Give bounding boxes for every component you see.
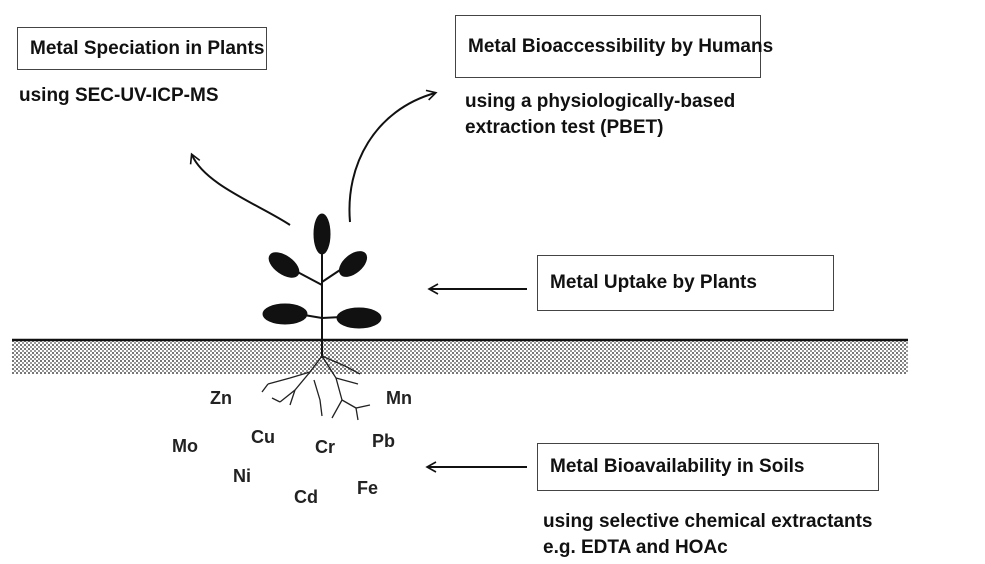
arrow-to-speciation — [189, 152, 291, 226]
metal-ni: Ni — [233, 466, 251, 486]
metal-mo: Mo — [172, 436, 198, 456]
bioavailability-method-line2: e.g. EDTA and HOAc — [543, 537, 728, 558]
bioavailability-box: Metal Bioavailability in Soils — [537, 443, 879, 491]
metal-cu: Cu — [251, 427, 275, 447]
metal-cr: Cr — [315, 437, 336, 457]
bioaccessibility-box: Metal Bioaccessibility by Humans — [455, 15, 773, 78]
metal-cd: Cd — [294, 487, 318, 507]
plant-icon — [262, 213, 382, 358]
metal-zn: Zn — [210, 388, 232, 408]
uptake-box: Metal Uptake by Plants — [537, 255, 834, 311]
arrow-to-bioaccessibility — [348, 89, 438, 223]
metal-fe: Fe — [357, 478, 379, 498]
speciation-box: Metal Speciation in Plants — [17, 27, 267, 70]
bioavailability-method-line1: using selective chemical extractants — [543, 511, 873, 532]
metal-mn: Mn — [386, 388, 412, 408]
bioaccessibility-method-line1: using a physiologically-based — [465, 91, 736, 112]
bioaccessibility-method-line2: extraction test (PBET) — [465, 117, 664, 138]
soil-layer — [12, 341, 908, 374]
speciation-method: using SEC-UV-ICP-MS — [19, 85, 219, 106]
metal-pb: Pb — [372, 431, 396, 451]
roots-icon — [261, 355, 371, 421]
